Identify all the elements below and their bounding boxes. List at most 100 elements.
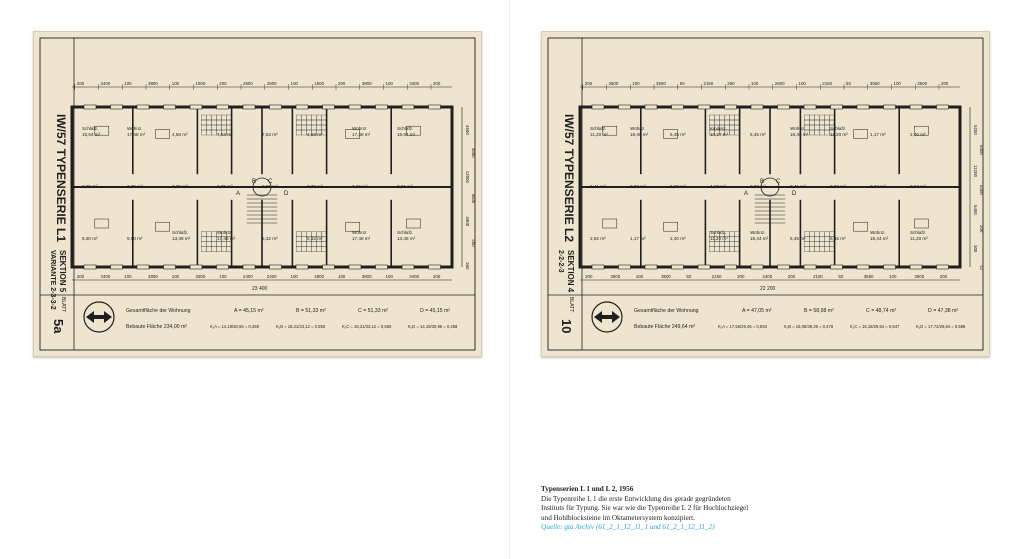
room-area: 18,44 m²: [870, 236, 889, 241]
furniture-mark: [853, 129, 868, 139]
tile-cell: [306, 241, 312, 247]
tile-cell: [216, 246, 222, 252]
dimension-right: 5200: [973, 125, 978, 135]
tile-cell: [724, 241, 730, 247]
tile-cell: [206, 241, 212, 247]
caption-source-link[interactable]: Quelle: gta Archiv (61_2_1_12_11_1 und 6…: [541, 523, 715, 532]
tile-cell: [301, 236, 307, 242]
room-label: Schlafz.: [397, 230, 413, 235]
tile-cell: [226, 119, 232, 126]
window-mark: [322, 104, 335, 110]
caption-title: Typenserien L 1 und L 2, 1956: [541, 485, 634, 493]
tile-cell: [316, 119, 322, 126]
dimension-bottom: 100: [386, 274, 394, 279]
furniture-mark: [602, 125, 618, 136]
room-area: 3,75 m²: [127, 184, 143, 189]
window-mark: [269, 264, 282, 270]
room-label: Schlafz.: [710, 230, 726, 235]
tile-cell: [221, 246, 227, 252]
room-area: 6,45 m²: [830, 236, 846, 241]
section-label: SEKTION 5: [58, 250, 67, 293]
window-mark: [216, 104, 229, 110]
dimension-right-group: 4800: [465, 216, 470, 226]
tile-cell: [809, 241, 815, 247]
window-mark: [375, 104, 388, 110]
window-mark: [163, 264, 176, 270]
dimension-bottom: 3500: [914, 274, 924, 279]
room-area: 18,46 m²: [630, 132, 649, 137]
tile-cell: [719, 246, 725, 252]
room-area: 17,48 m²: [352, 132, 371, 137]
tile-cell: [814, 124, 820, 131]
dimension-right-group: 200: [471, 239, 476, 247]
sheet-number: 5a: [51, 319, 66, 334]
tile-cell: [211, 124, 217, 131]
tile-cell: [734, 119, 740, 126]
tile-cell: [201, 119, 207, 126]
tile-cell: [809, 129, 815, 136]
tile-cell: [829, 119, 835, 126]
series-title: IW/57 TYPENSERIE L2: [562, 114, 576, 242]
window-mark: [777, 104, 790, 110]
dimension-bottom: 200: [77, 274, 85, 279]
dimension-right-group: 4600: [471, 194, 476, 204]
dimension-right: 5400: [973, 205, 978, 215]
tile-cell: [311, 241, 317, 247]
dimension-bottom: 100: [172, 274, 180, 279]
window-mark: [644, 264, 658, 270]
room-area: 2,40 m²: [910, 132, 926, 137]
variant-label: 2-2-2-3: [557, 250, 564, 273]
room-area: 11,20 m²: [830, 132, 848, 137]
stair-label: A: [236, 191, 240, 197]
room-area: 13,48 m²: [397, 236, 416, 241]
tile-cell: [201, 231, 207, 237]
area-value: C = 48,74 m²: [866, 308, 896, 314]
dimension-bottom: 2150: [712, 274, 722, 279]
dimension-right-group: 4800: [471, 148, 476, 158]
furniture-mark: [663, 129, 678, 139]
double-arrow-icon: [86, 311, 112, 323]
tile-cell: [819, 129, 825, 136]
window-mark: [724, 264, 737, 270]
tile-cell: [809, 231, 815, 237]
dimension-right: 200: [979, 225, 984, 233]
dimension-top: 100: [291, 81, 299, 86]
tile-cell: [206, 246, 212, 252]
k-value: K₁A = 17,56/29,46 = 0,593: [718, 324, 768, 329]
tile-cell: [226, 241, 232, 247]
room-area: 5,32 m²: [307, 236, 323, 241]
room-area: 10,27 m²: [710, 132, 729, 137]
dimension-top: 50: [680, 81, 685, 86]
tile-cell: [221, 119, 227, 126]
window-mark: [163, 104, 176, 110]
dimension-bottom: 100: [219, 274, 227, 279]
area-value: A = 45,15 m²: [234, 308, 264, 314]
room-area: 1,17 m²: [870, 132, 886, 137]
dimension-right: 200: [471, 239, 476, 247]
tile-cell: [804, 241, 810, 247]
tile-cell: [729, 129, 735, 136]
tile-cell: [211, 246, 217, 252]
dimension-top: 3550: [870, 81, 880, 86]
room-area: 3,36 m²: [307, 184, 323, 189]
tile-cell: [734, 231, 740, 237]
room-area: 2,01 m²: [397, 184, 413, 189]
figure-caption: Typenserien L 1 und L 2, 1956 Die Typenr…: [541, 485, 841, 533]
dimension-bottom: 50: [838, 274, 843, 279]
dimension-top: 100: [751, 81, 759, 86]
window-mark: [242, 104, 256, 110]
tile-cell: [206, 119, 212, 126]
tile-cell: [201, 124, 207, 131]
tile-cell: [709, 241, 715, 247]
tile-cell: [301, 231, 307, 237]
tile-cell: [306, 124, 312, 131]
tile-cell: [306, 246, 312, 252]
tile-cell: [729, 119, 735, 126]
room-label: Schlafz.: [397, 126, 413, 131]
stair-label: D: [284, 191, 289, 197]
tile-cell: [729, 241, 735, 247]
area-value: D = 45,15 m²: [420, 308, 450, 314]
tile-cell: [211, 231, 217, 237]
